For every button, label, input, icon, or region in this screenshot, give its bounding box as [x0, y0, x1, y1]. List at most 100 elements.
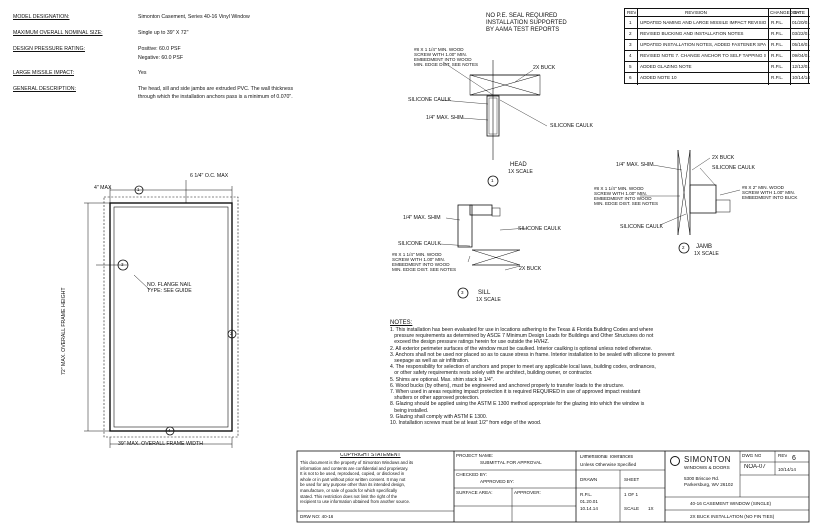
copyright-line: It is not to be used, reproduced, copied… [300, 471, 405, 477]
copyright-line: stated. This restriction does not limit … [300, 493, 398, 499]
jamb-buck: 2X BUCK [712, 155, 735, 161]
spec-value-description-2: through which the installation anchors p… [138, 94, 293, 100]
note-line: 1. This installation has been evaluated … [390, 327, 654, 333]
company-logo-icon [670, 456, 680, 466]
sill-title: SILL [478, 290, 491, 296]
revision-number: 2 [629, 31, 632, 36]
rev-value: 6 [792, 455, 796, 462]
revision-row-divider [625, 83, 810, 84]
company-sub: WINDOWS & DOORS [684, 465, 730, 470]
spec-value-impact: Yes [138, 70, 147, 76]
rev-header-rev: REV [627, 10, 637, 15]
note-line: shutters or other approved protection. [390, 395, 480, 402]
scale-value: 1X [648, 506, 654, 511]
titleblock-drw-no: DRW NO: 40-16 [300, 514, 334, 519]
surface-label: SURFACE AREA: [456, 490, 493, 495]
copyright-line: whole or in part without prior written c… [300, 476, 406, 482]
copyright-line: This document is the property of Simonto… [300, 460, 414, 465]
note-line: seepage as well as air infiltration. [390, 358, 470, 365]
company-name: SIMONTON [684, 455, 731, 464]
spec-label-size: MAXIMUM OVERALL NOMINAL SIZE: [13, 30, 103, 36]
description-line-1: 40-16 CASEMENT WINDOW (SINGLE) [690, 501, 772, 506]
sill-number: 3 [461, 290, 464, 295]
revision-number: 6 [629, 75, 632, 80]
head-scale: 1X SCALE [508, 169, 533, 175]
jamb-number: 2 [682, 245, 685, 250]
head-buck: 2X BUCK [533, 65, 556, 71]
jamb-callout-2: SCREW WITH 1.00" MIN. [594, 191, 647, 196]
sill-callout-4: MIN. EDGE DIST. SEE NOTES [392, 267, 457, 272]
revision-date: 03/22/01 [792, 31, 810, 36]
stamp-line-3: BY AAMA TEST REPORTS [486, 27, 560, 33]
note-line: 7. When used in areas requiring impact p… [390, 389, 641, 396]
revision-description: UPDATED INSTALLATION NOTES, ADDED FASTEN… [640, 42, 766, 47]
elev-marker-4: 4 [168, 428, 171, 433]
spec-label-description: GENERAL DESCRIPTION: [13, 86, 76, 92]
company-addr: 5300 Briscoe Rd. [684, 476, 720, 481]
notes-title: NOTES: [390, 320, 413, 326]
spec-value-size: Single up to 39" X 72" [138, 30, 189, 36]
section-marker-1 [134, 185, 144, 195]
dwg-label: DWG NO [742, 453, 762, 458]
elev-top-dim-2: 4" MAX [94, 185, 112, 191]
jamb-caulk-2: SILICONE CAULK [620, 224, 663, 230]
note-line: pressure requirements as determined by A… [390, 333, 654, 340]
head-detail [440, 60, 548, 187]
head-callout-3: EMBEDMENT INTO WOOD [414, 57, 472, 62]
revision-row-divider [625, 39, 810, 40]
sill-buck: 2X BUCK [519, 266, 542, 272]
copyright-title: COPYRIGHT STATEMENT [340, 453, 401, 458]
spec-value-description: The head, sill and side jambs are extrud… [138, 86, 294, 92]
head-sealant-2: SILICONE CAULK [550, 123, 593, 129]
revision-row-divider [625, 72, 810, 73]
copyright-line: be used for any purpose other than its i… [300, 482, 406, 488]
jamb-scale: 1X SCALE [694, 251, 719, 257]
checked-label: CHECKED BY: [456, 472, 487, 477]
rev-header-date: DATE [793, 10, 805, 15]
drawn-date-2: 10.14.14 [580, 506, 598, 511]
note-line: 9. Glazing shall comply with ASTM E 1300… [390, 413, 488, 420]
copyright-line: information and contents are confidentia… [300, 465, 409, 471]
description-line-2: 2X BUCK INSTALLATION (NO FIN TIES) [690, 514, 775, 519]
section-marker-4 [165, 426, 175, 436]
revision-number: 4 [629, 53, 632, 58]
checked-value: APPROVED BY: [480, 479, 514, 484]
note-line: 6. Wood bucks (by others), must be engin… [390, 382, 625, 389]
revision-number: 1 [629, 20, 632, 25]
revision-changed-by: R.P.L. [771, 64, 784, 69]
jamb-detail-marker [678, 242, 690, 254]
head-title: HEAD [510, 162, 527, 168]
revision-description: ADDED NOTE 10 [640, 75, 677, 80]
revision-date: 05/16/01 [792, 42, 810, 47]
revision-changed-by: R.P.L. [771, 31, 784, 36]
jamb-callout-4: MIN. EDGE DIST. SEE NOTES [594, 201, 659, 206]
elev-center-label: NO. FLANGE NAIL [147, 282, 192, 288]
copyright-line: recipient to use information obtained fr… [300, 499, 411, 505]
sill-scale: 1X SCALE [476, 297, 501, 303]
approver-label: APPROVER: [514, 490, 541, 495]
spec-value-pressure-pos: Positive: 60.0 PSF [138, 46, 181, 52]
sill-caulk-2: SILICONE CAULK [398, 241, 441, 247]
revision-date: 12/12/01 [792, 64, 810, 69]
revision-description: REVISED NOTE 7. CHANGE ANCHOR TO SELF TA… [640, 53, 766, 58]
sill-detail-marker [457, 287, 469, 299]
company-city: Parkersburg, WV 26102 [684, 482, 734, 487]
titleblock-frame [296, 450, 810, 523]
sill-callout-1: #8 X 1 1/4" MIN. WOOD [392, 252, 442, 257]
elev-marker-1: 1 [137, 187, 140, 192]
jamb-callout2-1: #8 X 2" MIN. WOOD [742, 185, 784, 190]
spec-value-pressure-neg: Negative: 60.0 PSF [138, 55, 183, 61]
section-marker-2 [227, 329, 237, 339]
jamb-callout-3: EMBEDMENT INTO WOOD [594, 196, 652, 201]
note-line: 2. All exterior perimeter surfaces of th… [390, 345, 653, 352]
revision-number: 5 [629, 64, 632, 69]
drawn-label: DRAWN [580, 477, 598, 482]
sill-callout-2: SCREW WITH 1.00" MIN. [392, 257, 445, 262]
revision-date: 10/14/14 [792, 75, 810, 80]
elev-center-label-2: TYPE: SEE GUIDE [147, 288, 192, 294]
head-sealant: SILICONE CAULK [408, 97, 451, 103]
head-number: 1 [491, 178, 494, 183]
revision-changed-by: R.P.L. [771, 53, 784, 58]
window-inner-frame [113, 206, 229, 428]
